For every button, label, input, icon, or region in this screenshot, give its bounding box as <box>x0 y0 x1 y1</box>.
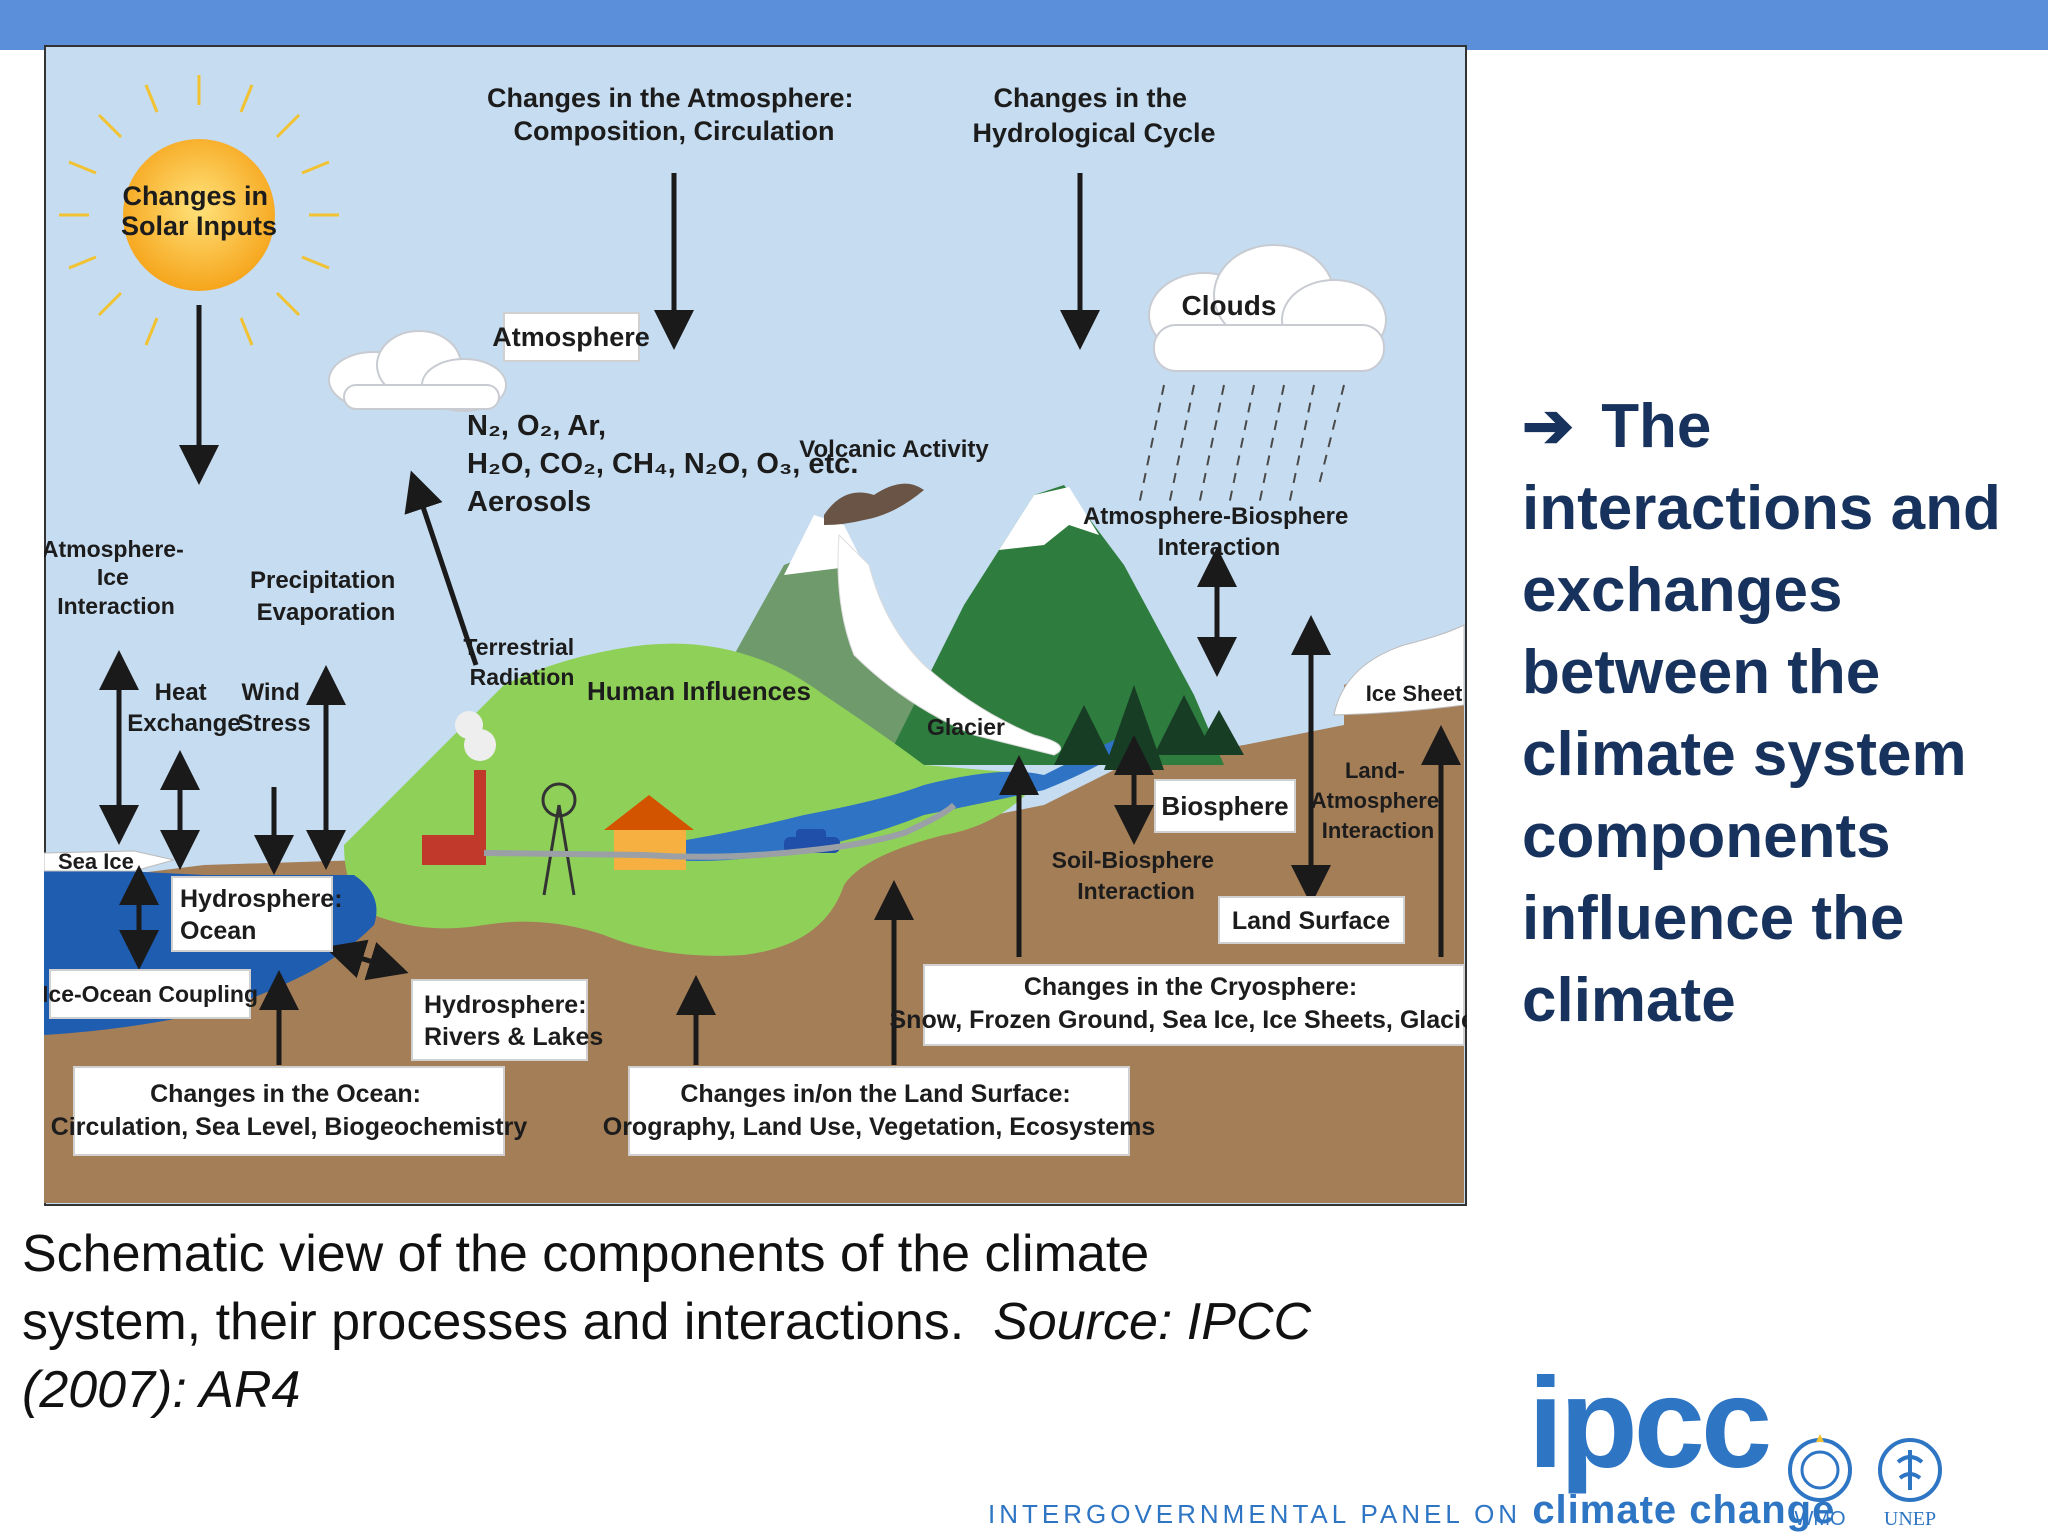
label-biosphere: Biosphere <box>1161 791 1288 821</box>
ice-sheet <box>1333 624 1465 716</box>
box-hydro-ocean <box>171 876 333 952</box>
arrow-ocean-rivers <box>324 939 409 981</box>
ipcc-logo: ipcc <box>1528 1352 1772 1495</box>
side-text: ➔ The interactions and exchanges between… <box>1522 386 2042 1042</box>
forest <box>1054 685 1244 770</box>
ipcc-subtitle: INTERGOVERNMENTAL PANEL ON climate chang… <box>988 1488 1835 1533</box>
small-cloud <box>328 330 507 412</box>
label-ice-sheet: Ice Sheet <box>1366 681 1463 706</box>
wmo-emblem-icon <box>1788 1434 1852 1502</box>
ipcc-climate-change: climate change <box>1532 1488 1836 1532</box>
label-atmos-ice: Atmosphere- Ice Interaction <box>44 536 190 619</box>
footer-logos: ipcc INTERGOVERNMENTAL PANEL ON climate … <box>980 1352 2048 1536</box>
factory <box>422 711 496 865</box>
arrows <box>99 173 1461 1065</box>
box-hydro-rivers <box>411 979 588 1061</box>
unep-label: UNEP <box>1883 1508 1937 1530</box>
label-heat: Heat Exchange <box>127 679 240 737</box>
ipcc-panel-text: INTERGOVERNMENTAL PANEL ON <box>988 1499 1522 1529</box>
label-land-changes: Changes in/on the Land Surface: Orograph… <box>603 1080 1155 1141</box>
caption-source: Source: IPCC (2007): AR4 <box>22 1293 1311 1419</box>
windmill <box>541 782 577 896</box>
label-ocean-changes: Changes in the Ocean: Circulation, Sea L… <box>51 1080 528 1141</box>
green-mountain <box>884 485 1224 765</box>
figure-caption: Schematic view of the components of the … <box>22 1220 1342 1424</box>
top-banner <box>0 0 2048 50</box>
label-precip: Precipitation Evaporation <box>250 567 402 626</box>
box-biosphere <box>1154 779 1296 833</box>
caption-main: Schematic view of the components of the … <box>22 1225 1150 1351</box>
rain <box>1138 384 1345 506</box>
label-human: Human Influences <box>587 676 811 706</box>
unep-logo: UNEP <box>1870 1428 1950 1530</box>
label-ice-ocean: Ice-Ocean Coupling <box>44 981 258 1007</box>
arrow-right-icon: ➔ <box>1522 392 1574 461</box>
box-ice-ocean <box>49 969 251 1019</box>
label-atmosphere: Atmosphere <box>492 322 650 352</box>
box-ocean-changes <box>73 1066 505 1156</box>
climate-system-diagram: Changes in Solar Inputs Changes in the A… <box>44 45 1467 1206</box>
label-wind: Wind Stress <box>237 679 310 737</box>
label-solar: Changes in Solar Inputs <box>121 181 277 241</box>
label-gases: N₂, O₂, Ar, H₂O, CO₂, CH₄, N₂O, O₃, etc.… <box>467 410 866 518</box>
arrow-terrestrial <box>404 470 479 666</box>
label-volcanic: Volcanic Activity <box>799 436 989 463</box>
box-cryo <box>923 964 1465 1046</box>
mountain-snow <box>999 487 1099 550</box>
glacier <box>837 533 1062 756</box>
label-atmos-changes: Changes in the Atmosphere: Composition, … <box>487 83 861 146</box>
side-text-body: The interactions and exchanges between t… <box>1522 392 2001 1035</box>
wmo-logo: WMO <box>1780 1428 1860 1530</box>
grass-plain <box>344 643 1044 956</box>
label-land-atmos: Land- Atmosphere Interaction <box>1311 758 1445 843</box>
unep-emblem-icon <box>1878 1438 1942 1502</box>
label-clouds: Clouds <box>1182 290 1277 321</box>
box-land-surface <box>1218 896 1405 944</box>
label-hydro-changes: Changes in the Hydrological Cycle <box>972 83 1215 148</box>
label-atmos-bio: Atmosphere-Biosphere Interaction <box>1083 503 1355 561</box>
label-sea-ice: Sea Ice <box>58 849 134 874</box>
label-land-surface: Land Surface <box>1232 907 1390 935</box>
label-hydro-ocean: Hydrosphere: Ocean <box>180 885 350 945</box>
label-glacier: Glacier <box>927 714 1005 740</box>
wmo-label: WMO <box>1794 1508 1846 1530</box>
box-land-changes <box>628 1066 1130 1156</box>
label-cryo-changes: Changes in the Cryosphere: Snow, Frozen … <box>890 973 1468 1034</box>
label-terrestrial: Terrestrial Radiation <box>463 634 580 690</box>
label-hydro-rivers: Hydrosphere: Rivers & Lakes <box>424 991 603 1051</box>
label-soil-bio: Soil-Biosphere Interaction <box>1052 847 1221 904</box>
road <box>483 802 957 860</box>
volcano-smoke <box>824 483 924 525</box>
river <box>654 735 1134 861</box>
box-atmosphere <box>503 312 640 362</box>
rain-cloud <box>1148 244 1387 372</box>
house <box>604 795 694 870</box>
